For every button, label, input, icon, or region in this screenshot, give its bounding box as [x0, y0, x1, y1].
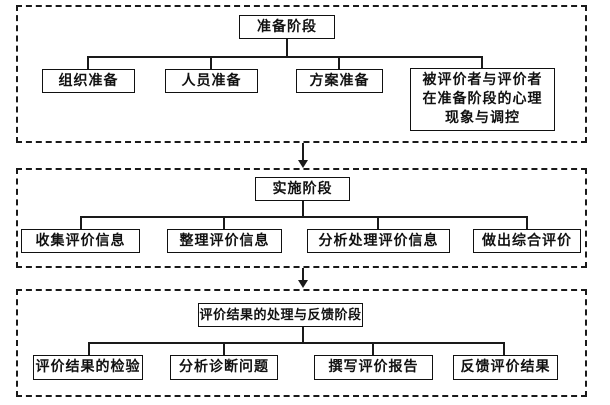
node-implementation-stage: 实施阶段 [255, 177, 350, 201]
node-label: 分析处理评价信息 [318, 232, 439, 249]
node-label: 实施阶段 [272, 180, 333, 197]
connector-line [481, 56, 483, 68]
down-arrow-icon [298, 280, 308, 288]
node-organizational-preparation: 组织准备 [42, 69, 135, 93]
connector-line [372, 342, 374, 355]
node-label: 反馈评价结果 [460, 359, 551, 375]
connector-line [223, 216, 225, 229]
connector-line [526, 216, 528, 229]
section-result-processing-feedback-stage [16, 289, 587, 397]
node-collect-evaluation-info: 收集评价信息 [21, 229, 140, 253]
connector-line [80, 216, 528, 218]
node-plan-preparation: 方案准备 [296, 69, 383, 93]
node-make-comprehensive-evaluation: 做出综合评价 [473, 229, 581, 253]
node-label: 分析诊断问题 [179, 359, 269, 375]
node-label: 被评价者与评价者 在准备阶段的心理 现象与调控 [422, 72, 543, 126]
node-label: 人员准备 [181, 72, 242, 89]
node-check-evaluation-results: 评价结果的检验 [33, 355, 143, 380]
connector-line [210, 56, 212, 69]
connector-line [80, 216, 82, 229]
connector-line [223, 342, 225, 355]
section-implementation-stage [16, 168, 587, 268]
node-label: 方案准备 [309, 72, 370, 89]
connector-line [503, 342, 505, 355]
node-write-evaluation-report: 撰写评价报告 [314, 355, 433, 380]
node-label: 整理评价信息 [179, 232, 270, 249]
node-label: 评价结果的处理与反馈阶段 [199, 307, 362, 323]
connector-line [338, 56, 340, 69]
node-label: 收集评价信息 [35, 232, 126, 249]
connector-line [377, 216, 379, 229]
node-feedback-evaluation-results: 反馈评价结果 [453, 355, 558, 380]
connector-line [302, 327, 304, 342]
down-arrow-line [302, 268, 304, 282]
connector-line [302, 201, 304, 216]
node-label: 做出综合评价 [482, 232, 572, 249]
node-analyze-process-evaluation-info: 分析处理评价信息 [307, 229, 450, 253]
connector-line [88, 342, 505, 344]
connector-line [87, 56, 483, 58]
node-label: 撰写评价报告 [328, 359, 419, 375]
node-result-processing-feedback-stage: 评价结果的处理与反馈阶段 [198, 303, 363, 327]
node-psychology-regulation: 被评价者与评价者 在准备阶段的心理 现象与调控 [410, 68, 555, 131]
node-personnel-preparation: 人员准备 [165, 69, 258, 93]
node-label: 准备阶段 [257, 18, 317, 35]
connector-line [286, 39, 288, 56]
down-arrow-line [302, 143, 304, 162]
node-analyze-diagnose-problems: 分析诊断问题 [170, 355, 278, 380]
node-organize-evaluation-info: 整理评价信息 [167, 229, 282, 253]
section-preparation-stage [16, 5, 587, 143]
connector-line [88, 342, 90, 355]
node-label: 组织准备 [58, 72, 119, 89]
node-preparation-stage: 准备阶段 [239, 15, 335, 39]
down-arrow-icon [298, 160, 308, 168]
node-label: 评价结果的检验 [35, 359, 141, 375]
connector-line [87, 56, 89, 69]
